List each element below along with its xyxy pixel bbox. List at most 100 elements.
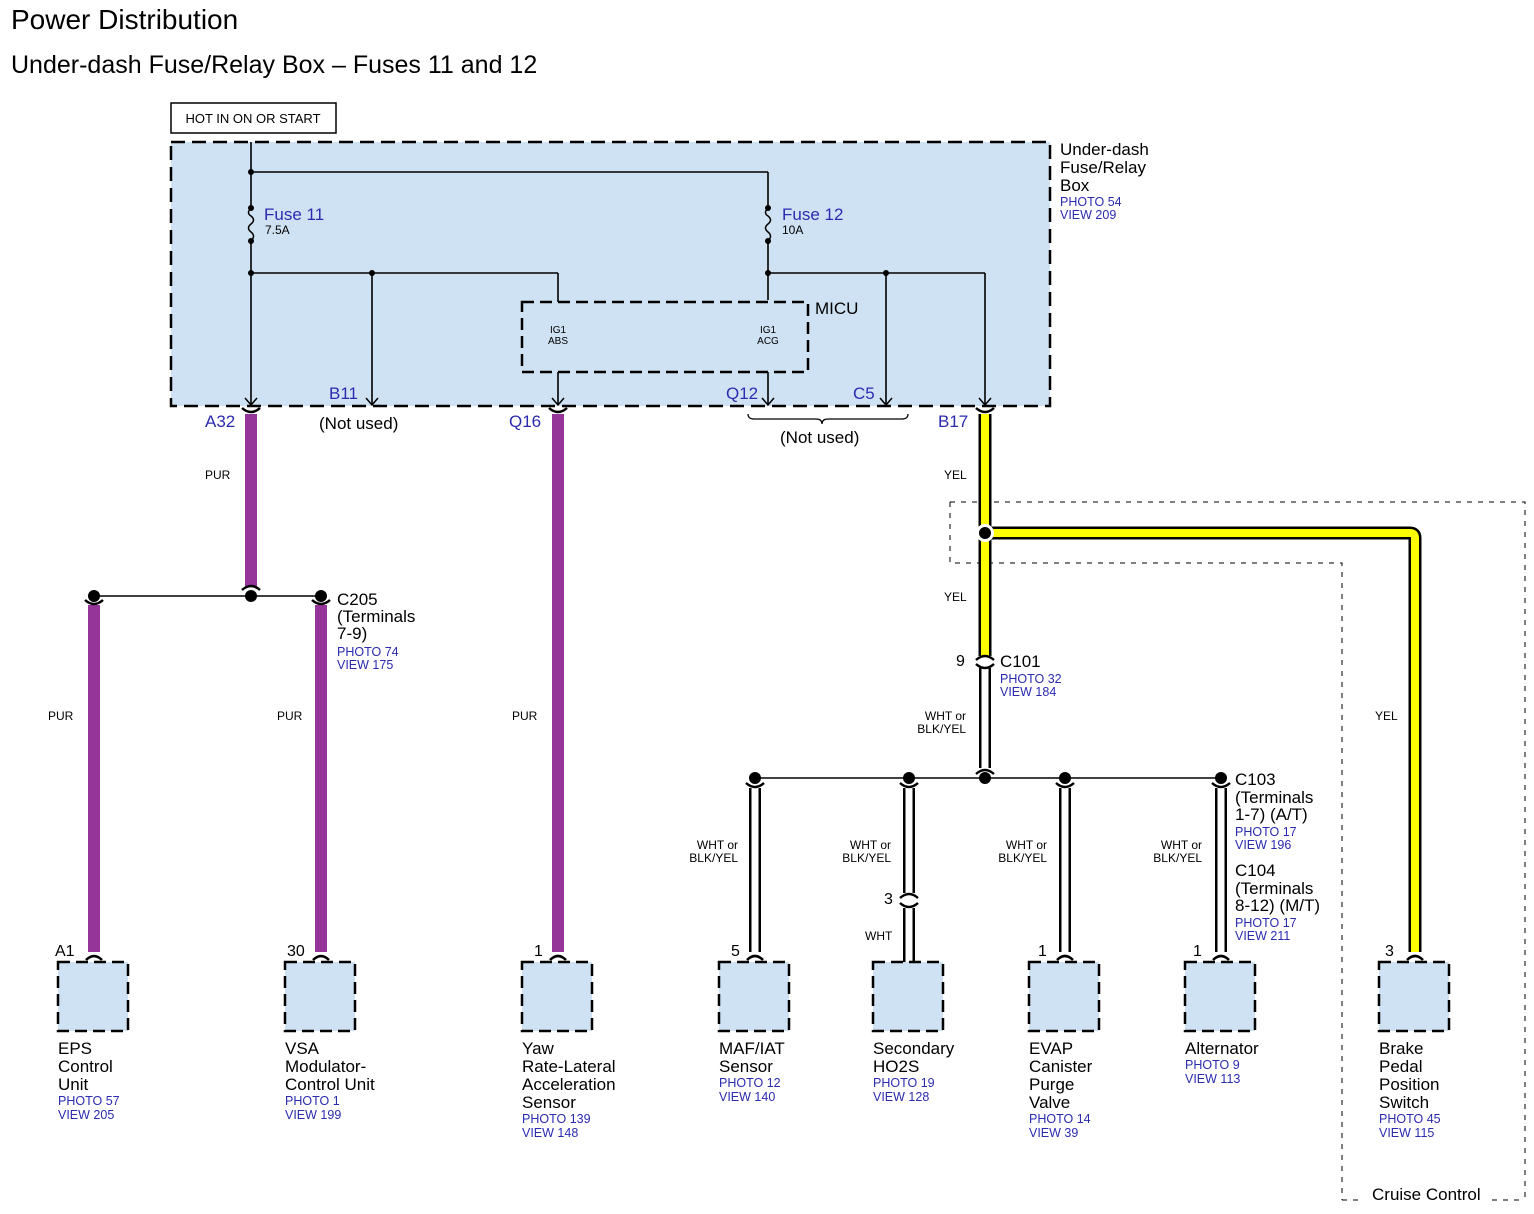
- connector-c104[interactable]: C104 (Terminals 8-12) (M/T) PHOTO 17 VIE…: [1235, 861, 1320, 943]
- component-view-ref[interactable]: VIEW 39: [1029, 1126, 1078, 1140]
- component-photo-ref[interactable]: PHOTO 9: [1185, 1058, 1240, 1072]
- c104-terminals: (Terminals: [1235, 879, 1313, 898]
- component-name-line: Canister: [1029, 1057, 1093, 1076]
- component-view-ref[interactable]: VIEW 199: [285, 1108, 341, 1122]
- component-view-ref[interactable]: VIEW 148: [522, 1126, 578, 1140]
- fuse-box-view-ref[interactable]: VIEW 209: [1060, 208, 1116, 222]
- terminal-b11[interactable]: B11: [329, 384, 358, 403]
- c101-view-ref[interactable]: VIEW 184: [1000, 685, 1056, 699]
- component-photo-ref[interactable]: PHOTO 12: [719, 1076, 781, 1090]
- component-name-line: HO2S: [873, 1057, 919, 1076]
- c205-terminal-icon: [311, 599, 331, 606]
- a32-terminal-icon: [241, 407, 261, 414]
- c103-terminals-range: 1-7) (A/T): [1235, 805, 1308, 824]
- connector-c101[interactable]: 9 C101 PHOTO 32 VIEW 184: [956, 652, 1062, 699]
- fuse-relay-box[interactable]: [169, 140, 1052, 408]
- c104-view-ref[interactable]: VIEW 211: [1235, 929, 1290, 943]
- component-name-line: Yaw: [522, 1039, 555, 1058]
- wire-color-eps: PUR: [48, 709, 74, 723]
- component-yaw[interactable]: 1YawRate-LateralAccelerationSensorPHOTO …: [520, 943, 616, 1140]
- component-view-ref[interactable]: VIEW 140: [719, 1090, 775, 1104]
- c205-terminals-range: 7-9): [337, 624, 367, 643]
- wire-color-a32: PUR: [205, 468, 231, 482]
- fuse-11-name: Fuse 11: [264, 205, 324, 224]
- c104-photo-ref[interactable]: PHOTO 17: [1235, 916, 1297, 930]
- wire-color-ho2s-line2: BLK/YEL: [842, 851, 891, 865]
- fuse-12-rating: 10A: [782, 223, 803, 237]
- c104-terminals-range: 8-12) (M/T): [1235, 896, 1320, 915]
- micu-circuit-acg-line1: IG1: [760, 325, 777, 336]
- not-used-brace-icon: [747, 413, 909, 425]
- connector-c205[interactable]: C205 (Terminals 7-9) PHOTO 74 VIEW 175: [337, 590, 415, 672]
- component-box: [1027, 960, 1101, 1033]
- component-terminal-icon: [746, 954, 764, 961]
- wire-color-evap-line2: BLK/YEL: [998, 851, 1047, 865]
- c101-photo-ref[interactable]: PHOTO 32: [1000, 672, 1062, 686]
- component-photo-ref[interactable]: PHOTO 14: [1029, 1112, 1091, 1126]
- component-name-line: Acceleration: [522, 1075, 616, 1094]
- component-view-ref[interactable]: VIEW 128: [873, 1090, 929, 1104]
- component-pin: 3: [1385, 943, 1394, 960]
- component-terminal-icon: [1056, 954, 1074, 961]
- component-photo-ref[interactable]: PHOTO 1: [285, 1094, 340, 1108]
- c205-terminal-dot: [88, 590, 100, 602]
- c205-name: C205: [337, 590, 378, 609]
- fuse-11[interactable]: Fuse 11 7.5A: [247, 205, 324, 244]
- c103-terminal-icon: [899, 782, 919, 789]
- wire-color-ho2s-line1: WHT or: [850, 838, 891, 852]
- micu-label: MICU: [815, 299, 858, 318]
- fuse-12[interactable]: Fuse 12 10A: [764, 205, 843, 244]
- wire-color-maf-line1: WHT or: [697, 838, 738, 852]
- terminal-b17[interactable]: B17: [938, 412, 968, 431]
- power-source-box: HOT IN ON OR START: [170, 102, 337, 134]
- component-name-line: Unit: [58, 1075, 89, 1094]
- component-box: [717, 960, 791, 1033]
- component-view-ref[interactable]: VIEW 205: [58, 1108, 114, 1122]
- component-name-line: EVAP: [1029, 1039, 1073, 1058]
- component-photo-ref[interactable]: PHOTO 19: [873, 1076, 935, 1090]
- component-view-ref[interactable]: VIEW 115: [1379, 1126, 1434, 1140]
- c103-terminal-icon: [745, 782, 765, 789]
- fuse-box-photo-ref[interactable]: PHOTO 54: [1060, 195, 1122, 209]
- component-photo-ref[interactable]: PHOTO 45: [1379, 1112, 1441, 1126]
- c103-view-ref[interactable]: VIEW 196: [1235, 838, 1291, 852]
- component-name-line: Control: [58, 1057, 113, 1076]
- terminal-a32[interactable]: A32: [205, 412, 235, 431]
- cruise-control-region: [949, 501, 1526, 1201]
- component-pin: 1: [1038, 943, 1047, 960]
- c205-view-ref[interactable]: VIEW 175: [337, 658, 393, 672]
- c103-terminal-icon: [975, 768, 995, 775]
- terminal-c5[interactable]: C5: [853, 384, 875, 403]
- wire-color-c101-line2: BLK/YEL: [917, 722, 966, 736]
- micu-unit[interactable]: MICU IG1 ABS IG1 ACG: [520, 299, 858, 374]
- c103-photo-ref[interactable]: PHOTO 17: [1235, 825, 1297, 839]
- wire-color-maf-line2: BLK/YEL: [689, 851, 738, 865]
- c205-photo-ref[interactable]: PHOTO 74: [337, 645, 399, 659]
- component-terminal-icon: [549, 954, 567, 961]
- wire-brake-yel[interactable]: [985, 526, 1422, 952]
- wire-color-alt-line2: BLK/YEL: [1153, 851, 1202, 865]
- component-pin: 1: [1193, 943, 1202, 960]
- c103-terminal-icon: [1211, 782, 1231, 789]
- component-box: [520, 960, 594, 1033]
- component-photo-ref[interactable]: PHOTO 57: [58, 1094, 120, 1108]
- wire-color-b17-lower: YEL: [944, 590, 967, 604]
- connector-c103[interactable]: C103 (Terminals 1-7) (A/T) PHOTO 17 VIEW…: [1235, 770, 1313, 852]
- q16-terminal-icon: [548, 407, 568, 414]
- c103-name: C103: [1235, 770, 1276, 789]
- component-terminal-icon: [1406, 954, 1424, 961]
- wire-color-brake: YEL: [1375, 709, 1398, 723]
- component-view-ref[interactable]: VIEW 113: [1185, 1072, 1240, 1086]
- terminal-q12[interactable]: Q12: [726, 384, 758, 403]
- micu-circuit-acg-line2: ACG: [757, 336, 779, 347]
- component-photo-ref[interactable]: PHOTO 139: [522, 1112, 591, 1126]
- terminal-q16[interactable]: Q16: [509, 412, 541, 431]
- fuse-symbol-icon: [247, 207, 255, 242]
